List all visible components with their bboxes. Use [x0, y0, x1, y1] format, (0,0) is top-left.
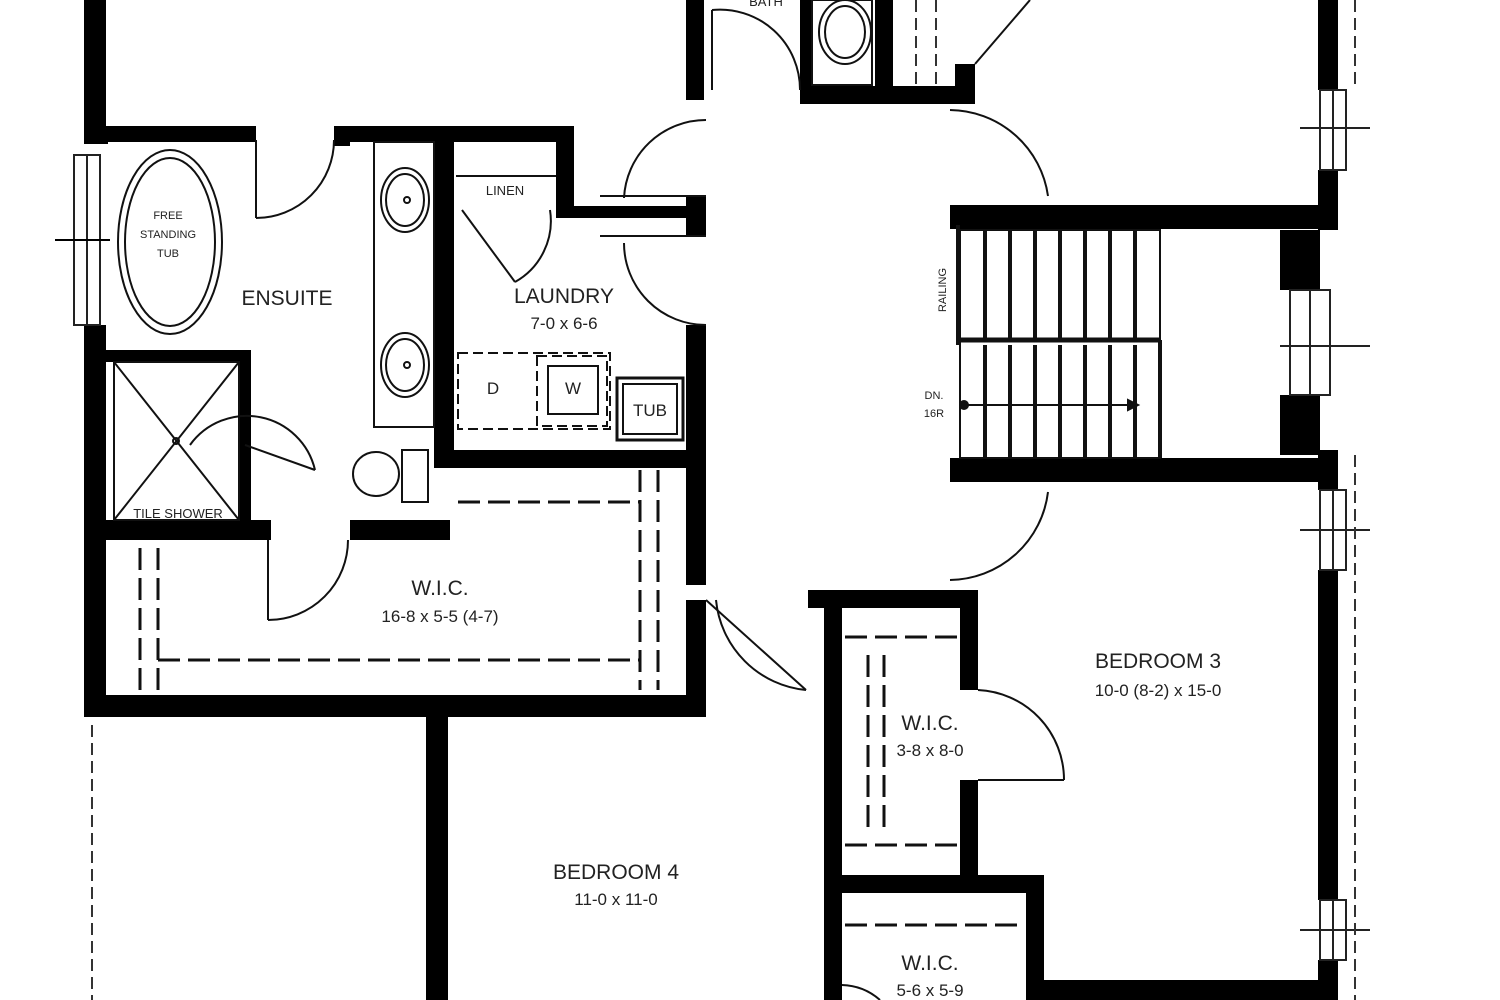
- exterior-walls: [84, 0, 1338, 1000]
- laundry-dims: 7-0 x 6-6: [530, 314, 597, 333]
- linen-label: LINEN: [486, 183, 524, 198]
- stair-arrow-icon: [959, 398, 1141, 412]
- ensuite-label: ENSUITE: [241, 287, 332, 310]
- tub-label-line3: TUB: [157, 248, 179, 260]
- toilet-icon: [352, 449, 429, 503]
- freestanding-tub: [117, 149, 223, 335]
- tub-label-line1: FREE: [153, 210, 182, 222]
- closet-shelves: [138, 470, 1022, 927]
- bedroom4-wic-dims: 5-6 x 5-9: [896, 981, 963, 1000]
- bedroom3-dims: 10-0 (8-2) x 15-0: [1095, 681, 1222, 700]
- tub-label-line2: STANDING: [140, 229, 196, 241]
- interior-walls: [84, 0, 1320, 1000]
- bath-label: BATH: [749, 0, 783, 9]
- bedroom4-wic-label: W.I.C.: [901, 952, 958, 975]
- stair-risers-label: 16R: [924, 408, 944, 420]
- bedroom4-label: BEDROOM 4: [553, 861, 679, 884]
- master-wic-dims: 16-8 x 5-5 (4-7): [381, 607, 498, 626]
- sink-icon: [380, 0, 873, 398]
- stair-down-label: DN.: [925, 390, 944, 402]
- windows: [55, 89, 1370, 961]
- dryer-label: D: [487, 379, 499, 398]
- laundry-label: LAUNDRY: [514, 285, 614, 308]
- bedroom3-wic-label: W.I.C.: [901, 712, 958, 735]
- tile-shower: [113, 361, 240, 521]
- master-wic-label: W.I.C.: [411, 577, 468, 600]
- laundry-tub-label: TUB: [633, 401, 667, 420]
- tile-shower-label: TILE SHOWER: [133, 506, 223, 521]
- room-labels: BATH ENSUITE LAUNDRY 7-0 x 6-6 LINEN W.I…: [241, 0, 1221, 1000]
- stair-treads: [983, 230, 1137, 458]
- doors: [189, 0, 1066, 1000]
- railing-label: RAILING: [937, 268, 949, 312]
- fixture-labels: FREE STANDING TUB TILE SHOWER D W TUB RA…: [133, 210, 949, 521]
- dashed-lines: [91, 0, 1356, 1000]
- laundry-appliances: [457, 352, 685, 442]
- bedroom3-wic-dims: 3-8 x 8-0: [896, 741, 963, 760]
- vanity-counter: [373, 141, 435, 428]
- bedroom3-label: BEDROOM 3: [1095, 650, 1221, 673]
- washer-label: W: [565, 379, 581, 398]
- bedroom4-dims: 11-0 x 11-0: [574, 890, 657, 909]
